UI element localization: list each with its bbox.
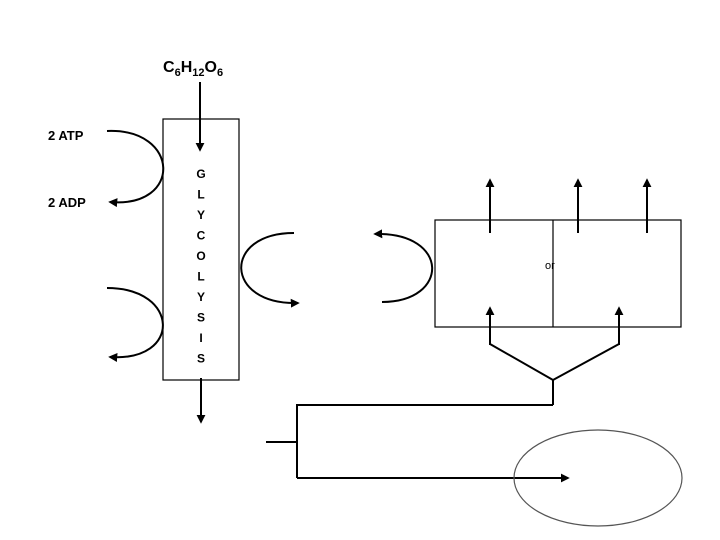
glycolysis-letter: O — [196, 249, 205, 263]
glycolysis-letter: I — [199, 331, 202, 345]
glycolysis-letter: S — [197, 311, 205, 325]
right-process-box — [434, 219, 682, 328]
glycolysis-letter: S — [197, 352, 205, 366]
glycolysis-letter: L — [197, 270, 204, 284]
glycolysis-letter: G — [196, 167, 205, 181]
glycolysis-letter: L — [197, 188, 204, 202]
atp-adp-curved-arrow — [106, 129, 165, 208]
right-box-curved-arrow — [373, 229, 434, 303]
glycolysis-letter: Y — [197, 290, 205, 304]
bracket-connector — [296, 404, 553, 478]
product-ellipse — [513, 429, 683, 527]
atp-label: 2 ATP — [48, 128, 84, 143]
glycolysis-letter: Y — [197, 208, 205, 222]
middle-curved-arrow — [240, 232, 300, 308]
glycolysis-letter: C — [197, 229, 206, 243]
glucose-formula: C6H12O6 — [163, 59, 223, 79]
fork-lines — [489, 343, 620, 382]
adp-label: 2 ADP — [48, 195, 86, 210]
lower-left-curved-arrow — [106, 287, 164, 362]
or-label: or — [545, 260, 555, 272]
